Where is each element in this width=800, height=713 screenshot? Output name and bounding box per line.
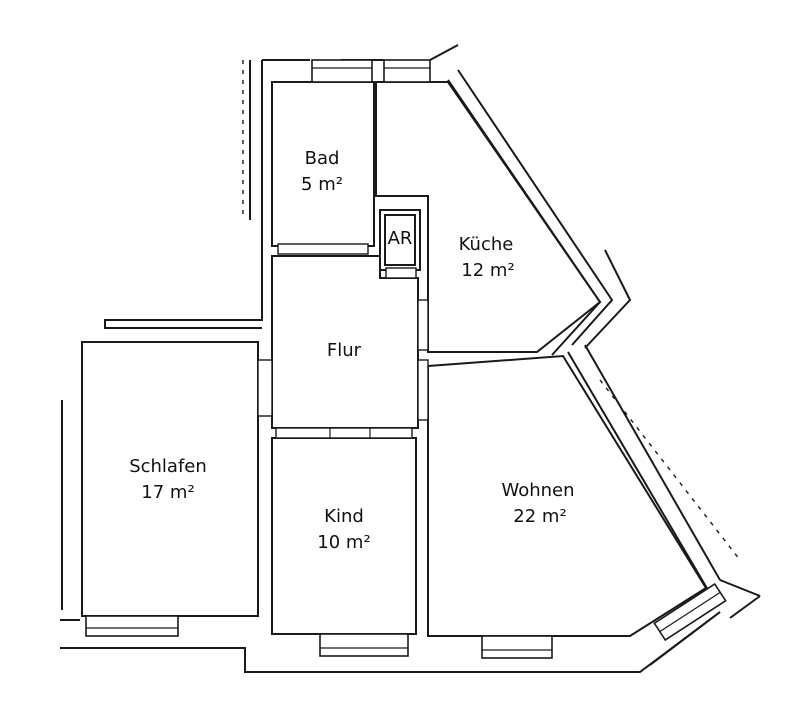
window-kind xyxy=(319,633,409,657)
room-outline-ar-inner xyxy=(384,214,416,266)
door-bad xyxy=(277,243,369,255)
door-ar xyxy=(385,267,417,279)
window-bad xyxy=(311,59,373,83)
wall-corner-right xyxy=(719,579,761,597)
room-outlines xyxy=(81,81,708,637)
door-wohnen xyxy=(417,359,429,421)
room-labels: Bad 5 m² AR Küche 12 m² Flur Schlafen 17… xyxy=(129,148,574,553)
room-name-schlafen: Schlafen xyxy=(129,456,207,477)
room-name-bad: Bad xyxy=(305,148,340,169)
room-area-kind: 10 m² xyxy=(317,532,370,553)
room-area-kueche: 12 m² xyxy=(461,260,514,281)
room-outline-wohnen xyxy=(427,354,708,637)
room-area-schlafen: 17 m² xyxy=(141,482,194,503)
room-outline-schlafen xyxy=(81,341,259,617)
room-name-wohnen: Wohnen xyxy=(501,480,574,501)
wall-wohnen-inner xyxy=(567,351,709,591)
window-schlafen xyxy=(85,615,179,637)
room-outline-kueche xyxy=(375,81,602,353)
window-kueche xyxy=(383,59,431,83)
wall-wohnen-outer xyxy=(584,344,721,581)
window-wohnen xyxy=(481,635,553,659)
room-name-flur: Flur xyxy=(327,340,362,361)
wall-top-right xyxy=(429,44,459,61)
door-schlafen xyxy=(257,359,273,417)
wall-bottom-outer xyxy=(60,611,721,673)
wall-kueche-outer xyxy=(457,69,614,346)
room-area-bad: 5 m² xyxy=(301,174,343,195)
outer-walls xyxy=(60,44,761,673)
room-outline-ar xyxy=(379,209,421,271)
door-kind xyxy=(275,427,413,439)
room-name-kind: Kind xyxy=(324,506,364,527)
wall-flur-left xyxy=(104,60,263,329)
wall-kueche-ext xyxy=(584,249,632,349)
room-outline-flur xyxy=(271,255,419,429)
room-name-kueche: Küche xyxy=(459,234,514,255)
door-kueche xyxy=(417,299,429,351)
wall-hatch-right xyxy=(599,379,741,561)
room-name-ar: AR xyxy=(388,228,413,249)
room-area-wohnen: 22 m² xyxy=(513,506,566,527)
wall-corner-tip xyxy=(729,595,761,619)
doors xyxy=(257,243,429,439)
windows xyxy=(85,59,727,659)
